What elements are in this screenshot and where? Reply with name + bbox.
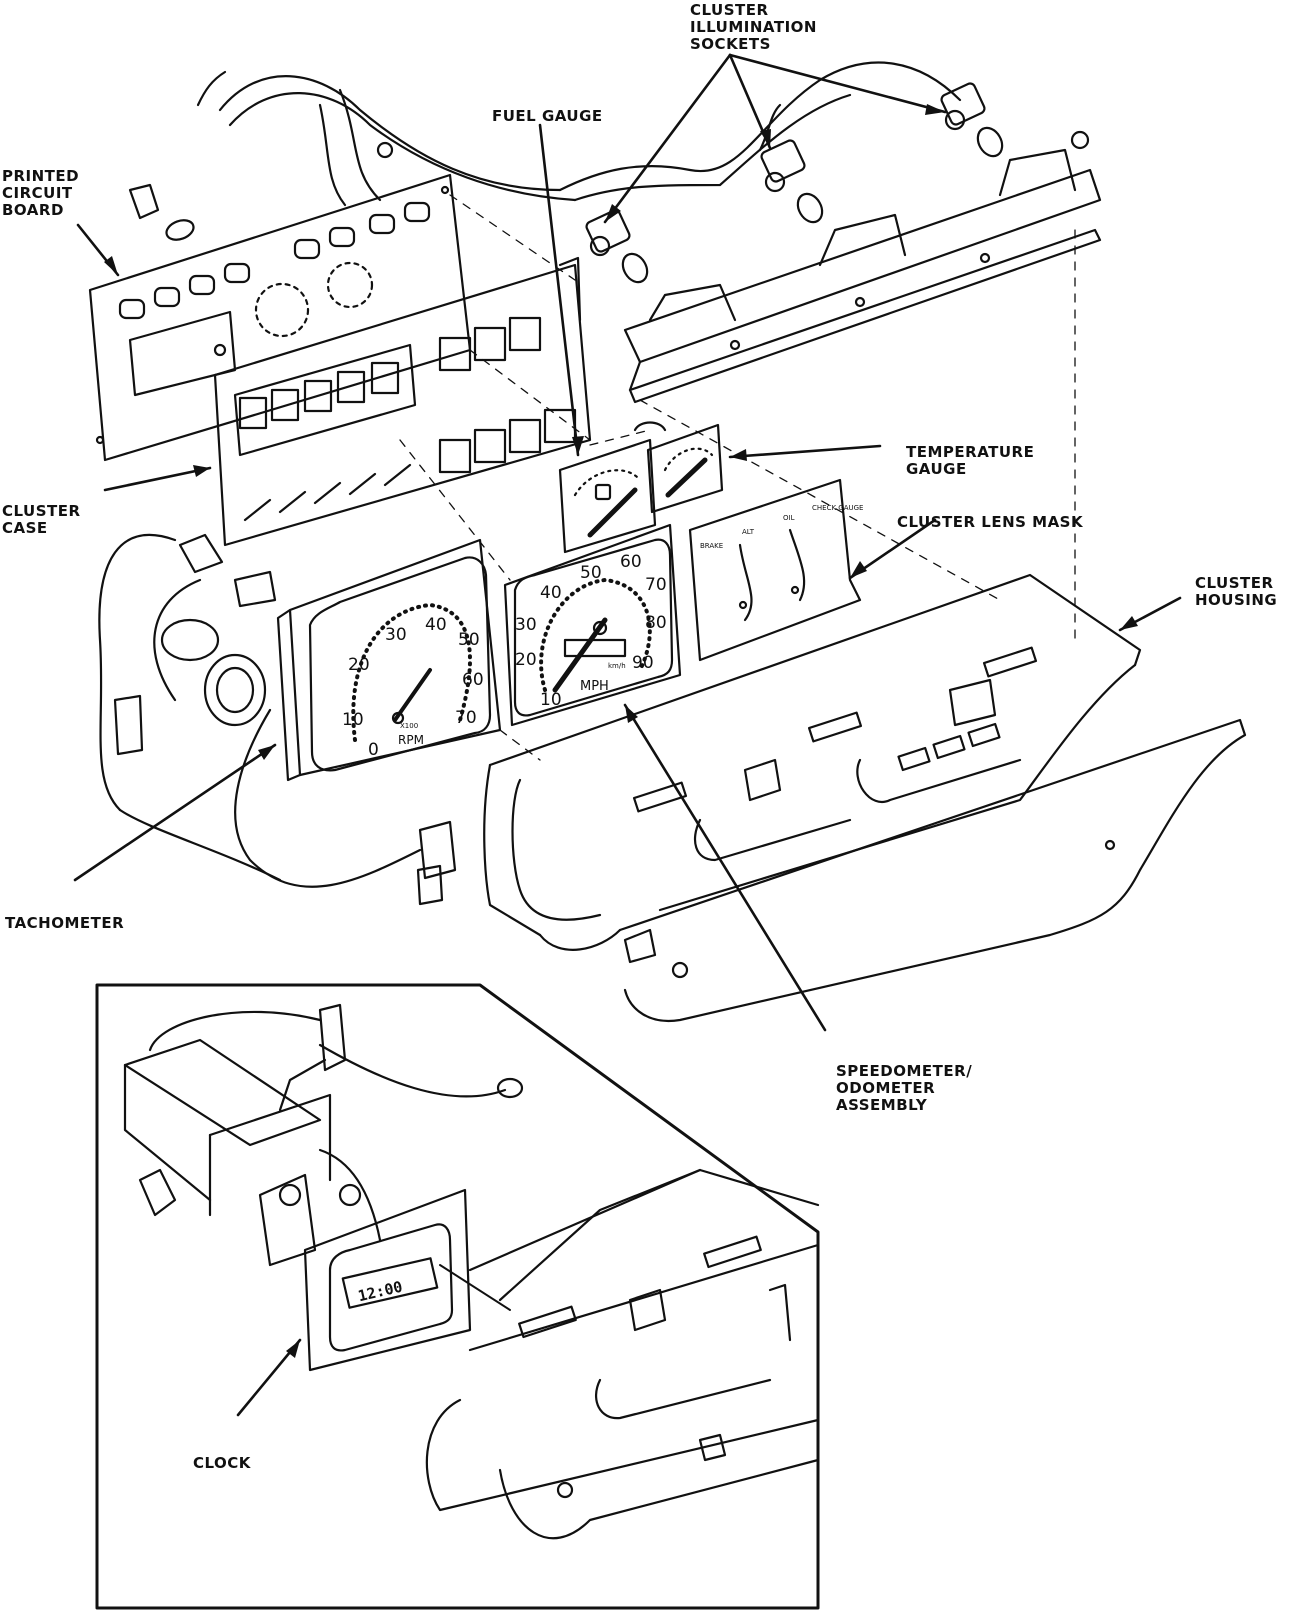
tach-number: 70 bbox=[455, 708, 477, 728]
label-cluster-lens-mask: CLUSTER LENS MASK bbox=[897, 513, 1084, 531]
lens-mask-indicator-labels: BRAKE ALT OIL CHECK GAUGE bbox=[700, 504, 863, 550]
tach-number: 60 bbox=[462, 670, 484, 690]
leader-arrows bbox=[73, 53, 1182, 1417]
label-speedometer-odometer-assembly: SPEEDOMETER/ ODOMETER ASSEMBLY bbox=[836, 1062, 973, 1114]
speedo-unit-label: MPH bbox=[580, 679, 609, 694]
label-cluster-housing: CLUSTER HOUSING bbox=[1195, 574, 1278, 609]
cluster-housing bbox=[483, 573, 1247, 1023]
cluster-lens-mask bbox=[688, 478, 862, 662]
label-printed-circuit-board: PRINTED CIRCUIT BOARD bbox=[2, 167, 80, 219]
label-temperature-gauge: TEMPERATURE GAUGE bbox=[906, 443, 1035, 478]
temperature-gauge bbox=[633, 421, 724, 514]
screw-icon bbox=[376, 141, 394, 159]
indicator-oil: OIL bbox=[783, 514, 795, 522]
indicator-alt: ALT bbox=[742, 528, 755, 536]
screw-icon bbox=[556, 1481, 574, 1499]
screw-icon bbox=[1070, 130, 1090, 150]
label-cluster-illumination-sockets: CLUSTER ILLUMINATION SOCKETS bbox=[690, 1, 817, 53]
rear-mounting-bracket bbox=[623, 148, 1102, 404]
speedo-number: 90 bbox=[632, 653, 654, 673]
speedo-number: 20 bbox=[515, 650, 537, 670]
speedo-number: 10 bbox=[540, 690, 562, 710]
gauge-harness bbox=[98, 533, 457, 906]
speedo-kmh-label: km/h bbox=[608, 662, 626, 670]
wiring-harness bbox=[196, 61, 962, 207]
tach-number: 0 bbox=[368, 740, 379, 760]
fuel-gauge bbox=[558, 438, 657, 554]
speedo-number: 30 bbox=[515, 615, 537, 635]
label-fuel-gauge: FUEL GAUGE bbox=[492, 107, 603, 125]
label-cluster-case: CLUSTER CASE bbox=[2, 502, 81, 537]
tach-number: 30 bbox=[385, 625, 407, 645]
speedometer-dial-numbers: 10 20 30 40 50 60 70 80 90 MPH km/h bbox=[515, 552, 667, 710]
cluster-case bbox=[213, 256, 592, 547]
speedo-number: 60 bbox=[620, 552, 642, 572]
tach-number: 50 bbox=[458, 630, 480, 650]
tach-number: 20 bbox=[348, 655, 370, 675]
tach-number: 10 bbox=[342, 710, 364, 730]
speedometer-odometer-assembly bbox=[503, 523, 682, 727]
illumination-socket-right bbox=[940, 82, 1004, 158]
bulb-socket-small bbox=[128, 183, 195, 241]
arrowheads bbox=[104, 104, 1138, 1358]
tach-multiplier-label: X100 bbox=[400, 722, 418, 730]
tachometer bbox=[276, 538, 502, 782]
tach-number: 40 bbox=[425, 615, 447, 635]
cluster-housing-inset bbox=[425, 1168, 820, 1540]
label-tachometer: TACHOMETER bbox=[5, 914, 125, 932]
printed-circuit-board bbox=[88, 173, 472, 462]
illumination-socket-left bbox=[585, 209, 649, 284]
alignment-guide-lines bbox=[399, 194, 1076, 761]
speedo-number: 40 bbox=[540, 583, 562, 603]
speedo-number: 80 bbox=[645, 613, 667, 633]
label-clock: CLOCK bbox=[193, 1454, 251, 1472]
clock bbox=[123, 1003, 524, 1372]
indicator-check-gauge: CHECK GAUGE bbox=[812, 504, 863, 512]
screw-icon bbox=[671, 961, 689, 979]
speedo-number: 70 bbox=[645, 575, 667, 595]
clock-inset-frame bbox=[95, 983, 820, 1610]
indicator-brake: BRAKE bbox=[700, 542, 723, 550]
illumination-socket-middle bbox=[760, 139, 824, 224]
speedo-number: 50 bbox=[580, 563, 602, 583]
tachometer-dial-numbers: 0 10 20 30 40 50 60 70 RPM X100 bbox=[342, 615, 484, 760]
tach-unit-label: RPM bbox=[398, 733, 424, 747]
